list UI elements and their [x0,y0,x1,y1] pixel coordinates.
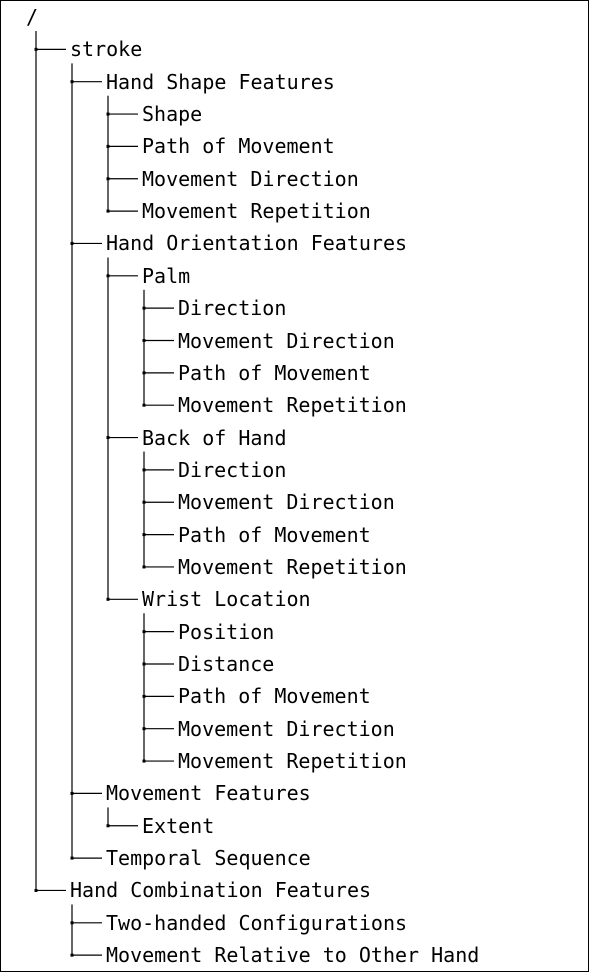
tree-node-stroke: stroke [70,37,143,62]
tree-node-back-of-hand: Back of Hand [142,425,287,450]
tree-node-: / [26,5,39,29]
tree-node-position: Position [178,619,275,644]
tree-node-extent: Extent [142,813,215,838]
tree-node-direction: Direction [178,457,287,482]
tree-node-distance: Distance [178,652,275,676]
tree-node-direction: Direction [178,296,287,321]
tree-node-movement-direction: Movement Direction [178,328,395,353]
tree-node-movement-direction: Movement Direction [178,716,395,741]
tree-node-path-of-movement: Path of Movement [178,360,371,385]
tree-node-movement-features: Movement Features [106,781,311,806]
tree-node-hand-shape-features: Hand Shape Features [106,69,335,94]
tree-node-movement-repetition: Movement Repetition [142,199,371,224]
tree-node-movement-direction: Movement Direction [178,490,395,515]
tree-node-palm: Palm [142,263,191,288]
tree-node-hand-combination-features: Hand Combination Features [70,878,372,903]
tree-node-path-of-movement: Path of Movement [142,134,335,159]
tree-node-movement-repetition: Movement Repetition [178,749,407,774]
tree-node-hand-orientation-features: Hand Orientation Features [106,231,408,256]
tree-node-movement-direction: Movement Direction [142,166,359,191]
tree-node-temporal-sequence: Temporal Sequence [106,846,311,871]
tree-node-movement-relative-to-other-hand: Movement Relative to Other Hand [106,943,480,968]
tree-node-wrist-location: Wrist Location [142,587,311,612]
tree-node-two-handed-configurations: Two-handed Configurations [106,910,408,935]
tree-node-movement-repetition: Movement Repetition [178,393,407,418]
tree-node-path-of-movement: Path of Movement [178,522,371,547]
tree-node-movement-repetition: Movement Repetition [178,554,407,579]
tree-node-shape: Shape [142,102,203,127]
tree-node-path-of-movement: Path of Movement [178,684,371,709]
